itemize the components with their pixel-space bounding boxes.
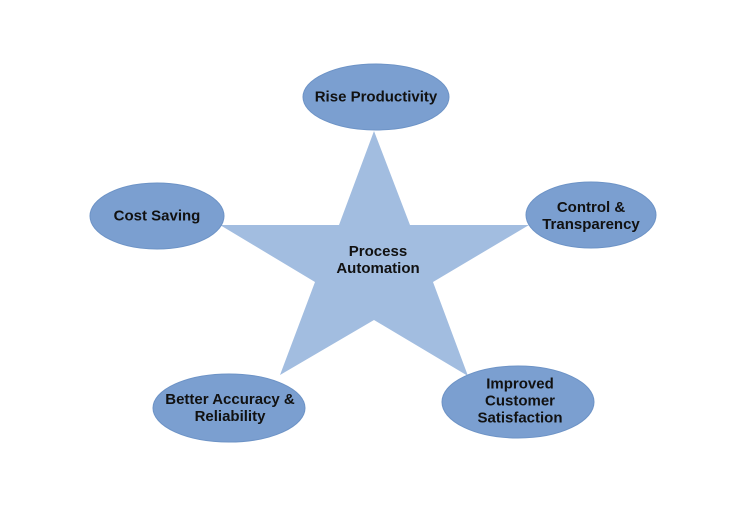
- node-ellipse-control-transparency: [525, 181, 657, 249]
- node-ellipse-cost-saving: [89, 182, 225, 250]
- node-label-rise-productivity: Rise Productivity: [314, 88, 438, 106]
- node-ellipse-rise-productivity: [302, 63, 450, 131]
- node-ellipse-improved-customer-satisfaction: [441, 365, 595, 439]
- node-label-improved-customer-satisfaction: Improved Customer Satisfaction: [477, 375, 563, 427]
- node-label-better-accuracy: Better Accuracy & Reliability: [165, 391, 295, 425]
- node-label-control-transparency: Control & Transparency: [542, 199, 640, 233]
- center-label: Process Automation: [336, 243, 420, 277]
- node-label-cost-saving: Cost Saving: [113, 207, 201, 225]
- center-star: [220, 131, 529, 376]
- node-ellipse-better-accuracy: [152, 373, 306, 443]
